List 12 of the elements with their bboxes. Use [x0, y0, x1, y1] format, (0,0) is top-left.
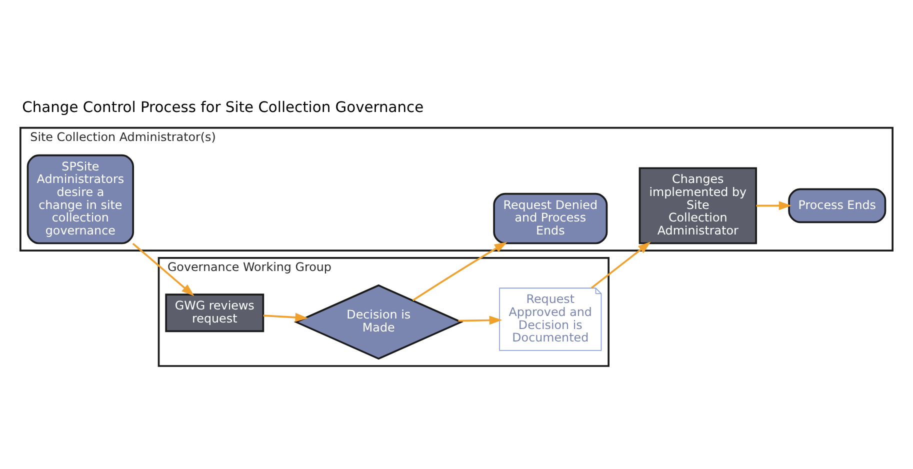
node-box: SPSite Administrators desire a change in site collection governance — [26, 154, 134, 244]
arrow — [412, 241, 508, 301]
arrow — [263, 312, 308, 322]
arrow — [132, 242, 194, 296]
node-box: Request Denied and Process Ends — [493, 192, 608, 244]
node-box: Changes implemented by Site Collection Administrator — [638, 166, 757, 244]
arrow — [458, 315, 502, 324]
diagram-title: Change Control Process for Site Collection Governance — [22, 98, 424, 116]
node-box: Process Ends — [788, 188, 886, 223]
arrow — [756, 200, 792, 210]
arrow — [590, 241, 651, 288]
node-box: GWG reviews request — [165, 293, 264, 332]
